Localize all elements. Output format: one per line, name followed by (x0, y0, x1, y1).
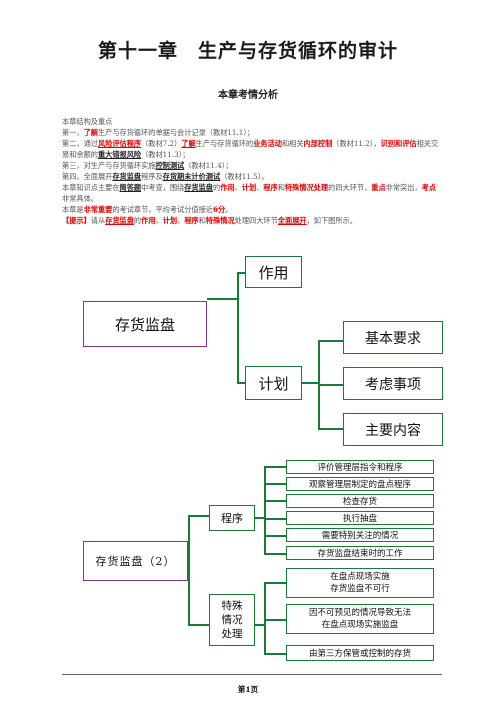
intro-line-5: 本章知识点主要在简答题中考查，围绕存货监盘的作用、计划、程序和特殊情况处理的四大… (62, 183, 436, 203)
intro-text: 本章结构及重点 第一，了解生产与存货循环的单据与会计记录（教材11.1）； 第二… (62, 116, 442, 226)
connector (318, 340, 343, 342)
connector (302, 382, 320, 384)
connector (188, 515, 190, 625)
node-role: 作用 (245, 256, 302, 288)
intro-line-3: 第三，对生产与存货循环实施控制测试（教材11.4）； (62, 161, 233, 170)
intro-heading: 本章结构及重点 (62, 117, 113, 126)
intro-line-7: 【提示】请从存货监盘的作用、计划、程序和特殊情况处理四大环节全面展开，如下图所示… (62, 216, 357, 225)
node-procedure-item: 检查存货 (286, 494, 434, 508)
connector (255, 624, 265, 626)
node-procedure-item: 需要特别关注的情况 (286, 528, 434, 542)
node-inventory-observation-2: 存货监盘（2） (83, 541, 188, 581)
connector (207, 298, 239, 300)
node-plan-basic-requirements: 基本要求 (343, 321, 443, 354)
node-plan: 计划 (245, 366, 302, 400)
connector (188, 624, 209, 626)
connector (318, 428, 343, 430)
node-special-item: 因不可预见的情况导致无法 在盘点现场实施监盘 (286, 604, 434, 634)
node-procedure-item: 执行抽盘 (286, 511, 434, 525)
connector (264, 518, 286, 520)
connector (237, 272, 239, 384)
connector (264, 653, 286, 655)
connector (318, 384, 343, 386)
connector (264, 466, 266, 554)
connector (264, 582, 286, 584)
connector (264, 500, 286, 502)
node-procedure: 程序 (209, 505, 255, 531)
node-procedure-item: 存货监盘结束时的工作 (286, 546, 434, 560)
intro-line-6: 本章是非常重要的考试章节，平均考试分值接近6分。 (62, 205, 233, 214)
connector (188, 515, 209, 517)
connector (264, 535, 286, 537)
connector (264, 582, 266, 654)
page-title: 第十一章 生产与存货循环的审计 (97, 40, 398, 62)
connector (264, 553, 286, 555)
node-special-item: 由第三方保管或控制的存货 (286, 645, 434, 661)
page-number: 第1页 (237, 685, 259, 694)
connector (264, 466, 286, 468)
node-procedure-item: 评价管理层指令和程序 (286, 460, 434, 474)
intro-line-4: 第四，全面展开存货监盘程序及存货期末计价测试（教材11.5）。 (62, 172, 269, 181)
node-procedure-item: 观察管理层制定的盘点程序 (286, 477, 434, 491)
connector (255, 517, 265, 519)
intro-line-2: 第二，通过风险评估程序（教材7.2）了解生产与存货循环的业务活动和相关内部控制（… (62, 139, 439, 159)
node-special-handling: 特殊 情况 处理 (209, 594, 255, 646)
footer-divider (62, 674, 442, 675)
node-plan-main-content: 主要内容 (343, 413, 443, 446)
connector (264, 619, 286, 621)
connector (264, 483, 286, 485)
intro-line-1: 第一，了解生产与存货循环的单据与会计记录（教材11.1）； (62, 128, 255, 137)
section-subtitle: 本章考情分析 (218, 90, 278, 101)
connector (237, 382, 245, 384)
node-special-item: 在盘点现场实施 存货监盘不可行 (286, 568, 434, 598)
connector (237, 272, 245, 274)
node-plan-considerations: 考虑事项 (343, 367, 443, 400)
node-inventory-observation: 存货监盘 (83, 301, 207, 347)
